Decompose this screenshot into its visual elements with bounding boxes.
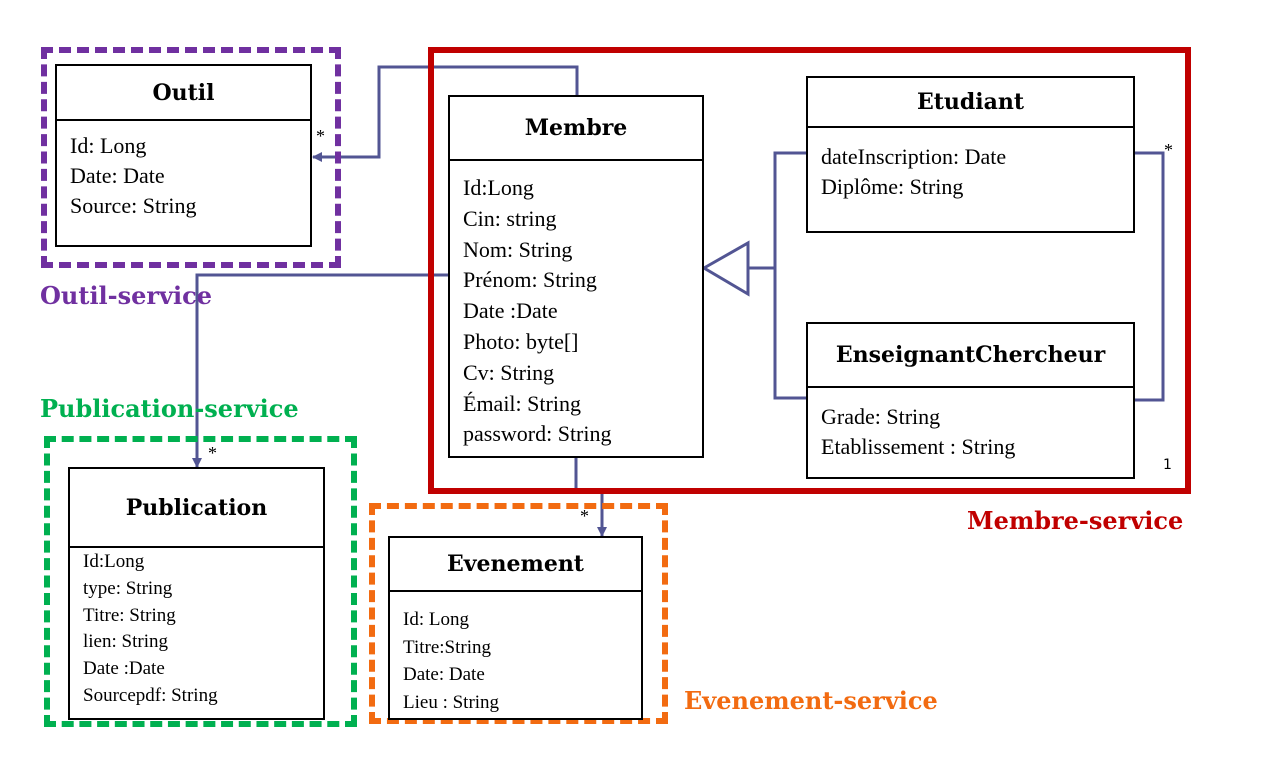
enseignant-chercheur-class: EnseignantChercheur Grade: String Etabli… <box>806 322 1135 479</box>
class-attribute: Diplôme: String <box>821 174 964 199</box>
class-attribute: Prénom: String <box>463 267 597 293</box>
class-attributes: Id: Long Date: Date Source: String <box>57 121 310 221</box>
etudiant-multiplicity: * <box>1164 140 1173 160</box>
evenement-class: Evenement Id: Long Titre:String Date: Da… <box>388 536 643 720</box>
class-attribute: type: String <box>83 577 173 599</box>
class-attribute: Sourcepdf: String <box>83 684 218 706</box>
class-attribute: Cin: string <box>463 205 557 231</box>
class-attribute: Titre:String <box>403 636 491 658</box>
class-attribute: Id:Long <box>463 175 534 200</box>
generalization-tree <box>773 151 806 400</box>
class-attribute: Photo: byte[] <box>463 328 579 354</box>
publication-service-label: Publication-service <box>40 394 299 423</box>
membre-service-label: Membre-service <box>967 506 1184 535</box>
class-attributes: dateInscription: Date Diplôme: String <box>808 128 1133 202</box>
class-attributes: Id: Long Titre:String Date: Date Lieu : … <box>390 592 641 716</box>
outil-service-boundary <box>41 47 341 268</box>
class-attribute: dateInscription: Date <box>821 144 1007 169</box>
class-attributes: Id:Long Cin: string Nom: String Prénom: … <box>450 161 702 450</box>
class-attribute: Id: Long <box>403 609 469 630</box>
membre-publication-association <box>192 273 449 468</box>
class-name: Membre <box>450 97 702 161</box>
class-name: EnseignantChercheur <box>808 324 1133 388</box>
class-attribute: Etablissement : String <box>821 434 1016 459</box>
membre-class: Membre Id:Long Cin: string Nom: String P… <box>448 95 704 458</box>
class-attributes: Grade: String Etablissement : String <box>808 388 1133 462</box>
membre-service-boundary <box>428 47 1191 494</box>
enseignant-multiplicity: 1 <box>1163 457 1172 473</box>
class-attribute: Date :Date <box>463 298 558 324</box>
class-attribute: Nom: String <box>463 236 573 262</box>
generalization-triangle <box>701 240 750 297</box>
class-attribute: Source: String <box>70 193 197 218</box>
class-attribute: Lieu : String <box>403 691 500 713</box>
publication-service-boundary <box>44 436 357 727</box>
etudiant-enseignant-association <box>1134 151 1165 402</box>
class-attribute: Titre: String <box>83 604 176 626</box>
class-attribute: lien: String <box>83 631 168 653</box>
class-attribute: Date :Date <box>83 658 165 680</box>
evenement-multiplicity: * <box>580 506 589 526</box>
class-attribute: Émail: String <box>463 390 581 416</box>
publication-multiplicity: * <box>208 443 217 463</box>
class-name: Outil <box>57 66 310 121</box>
evenement-service-label: Evenement-service <box>684 686 938 715</box>
class-name: Etudiant <box>808 78 1133 128</box>
publication-class: Publication Id:Long type: String Titre: … <box>68 467 325 720</box>
class-attribute: password: String <box>463 421 612 447</box>
class-attribute: Date: Date <box>403 664 485 686</box>
class-attribute: Id:Long <box>83 551 145 572</box>
class-attribute: Id: Long <box>70 133 147 158</box>
evenement-service-boundary <box>369 503 668 724</box>
class-attribute: Date: Date <box>70 163 165 188</box>
outil-multiplicity: * <box>316 126 325 146</box>
class-attribute: Grade: String <box>821 404 941 429</box>
outil-service-label: Outil-service <box>40 281 213 310</box>
etudiant-class: Etudiant dateInscription: Date Diplôme: … <box>806 76 1135 233</box>
class-name: Evenement <box>390 538 641 592</box>
class-attribute: Cv: String <box>463 359 555 385</box>
class-name: Publication <box>70 469 323 548</box>
class-attributes: Id:Long type: String Titre: String lien:… <box>70 548 323 710</box>
outil-class: Outil Id: Long Date: Date Source: String <box>55 64 312 247</box>
membre-outil-association <box>312 65 579 162</box>
